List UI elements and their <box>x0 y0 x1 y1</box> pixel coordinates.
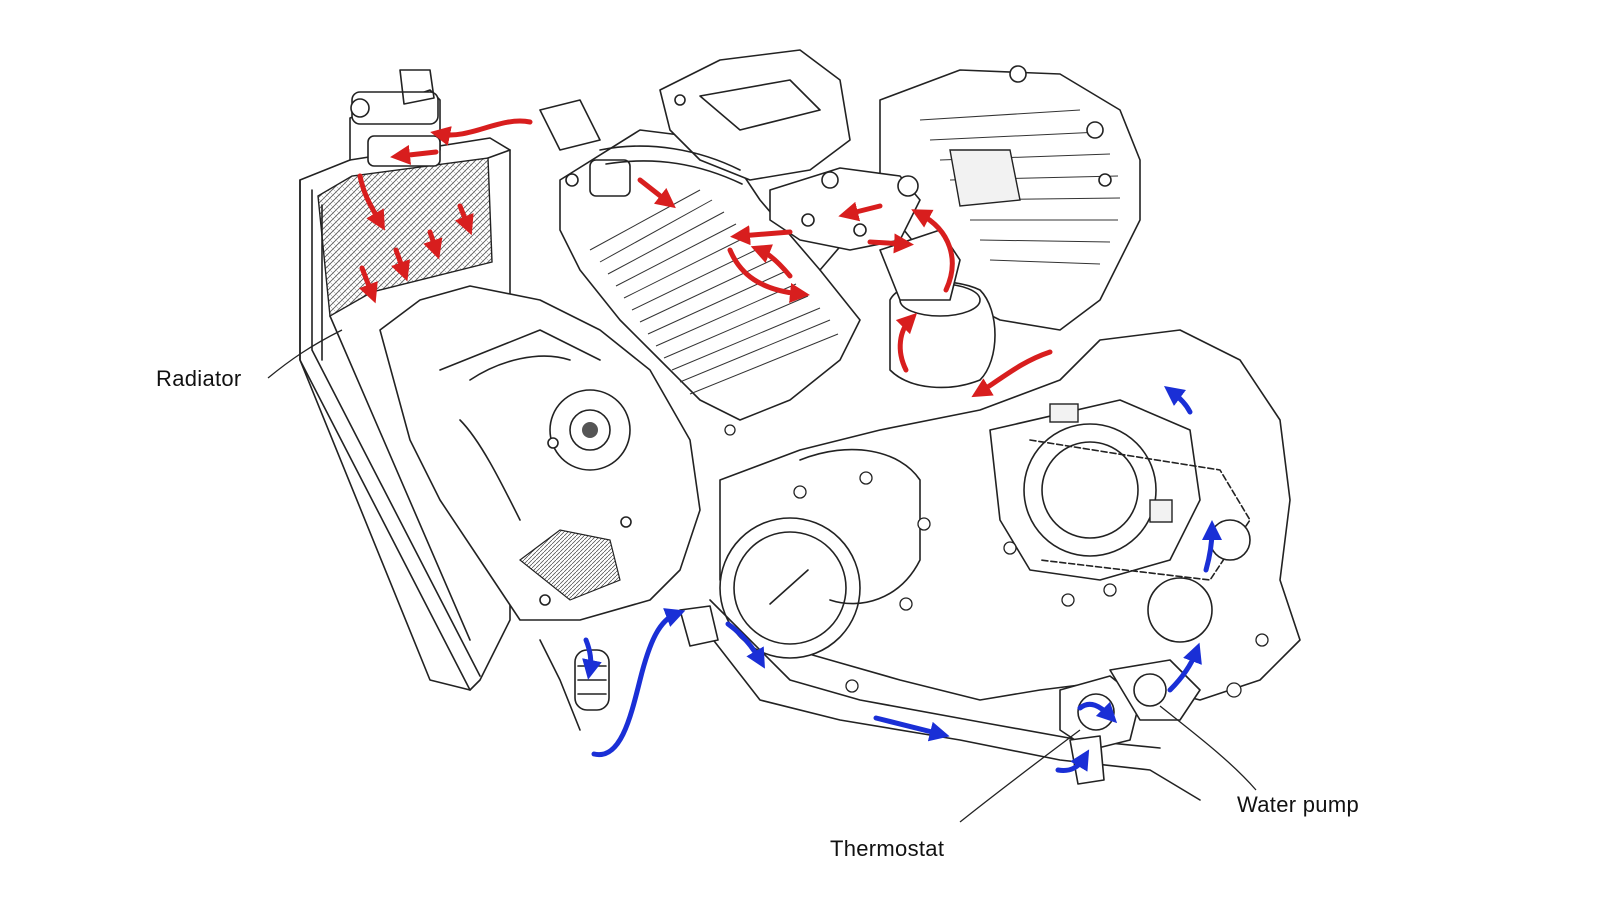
cool-flow-arrow <box>1077 701 1118 724</box>
radiator-label: Radiator <box>156 366 242 391</box>
hot-flow-arrow <box>730 225 793 246</box>
drive-chain <box>1029 439 1251 581</box>
hot-coolant-flow <box>357 118 1053 398</box>
crankcase <box>719 329 1301 701</box>
hot-flow-arrow <box>750 244 793 279</box>
front-cylinder <box>539 49 861 421</box>
cool-flow-arrow <box>725 621 765 669</box>
hot-flow-arrow <box>423 229 443 260</box>
hot-flow-arrow <box>971 349 1053 398</box>
hot-flow-arrow <box>391 247 410 282</box>
hot-flow-arrow <box>867 233 914 254</box>
leader-lines <box>267 329 1257 823</box>
hot-flow-arrow <box>895 312 918 373</box>
water-pump-housing <box>1109 659 1201 721</box>
hot-flow-arrow <box>838 201 883 222</box>
fan-shroud <box>379 285 701 621</box>
cool-flow-arrow <box>873 715 950 742</box>
hot-flow-arrow <box>637 177 676 209</box>
cool-flow-arrow <box>1201 520 1222 573</box>
water-pump-leader <box>1159 705 1257 791</box>
thermostat-label: Thermostat <box>830 836 945 861</box>
cool-flow-arrow <box>582 637 602 680</box>
cool-flow-arrow <box>591 608 686 758</box>
thermostat-leader <box>959 729 1081 823</box>
hot-flow-arrow <box>430 118 533 146</box>
hot-flow-arrow <box>359 265 378 304</box>
cool-coolant-flow <box>582 385 1222 773</box>
hot-flow-arrow <box>455 203 474 236</box>
cool-flow-arrow <box>1055 749 1090 773</box>
hot-flow-arrow <box>727 247 810 303</box>
cool-flow-arrow <box>1167 642 1202 693</box>
radiator-leader <box>267 329 343 379</box>
clutch-cover <box>719 517 861 659</box>
cool-flow-arrow <box>1164 385 1193 415</box>
water-pump-label: Water pump <box>1237 792 1360 817</box>
fan-blades <box>519 529 621 601</box>
hot-flow-arrow <box>911 209 955 293</box>
hot-flow-arrow <box>357 173 385 231</box>
hot-flow-arrow <box>390 144 439 165</box>
